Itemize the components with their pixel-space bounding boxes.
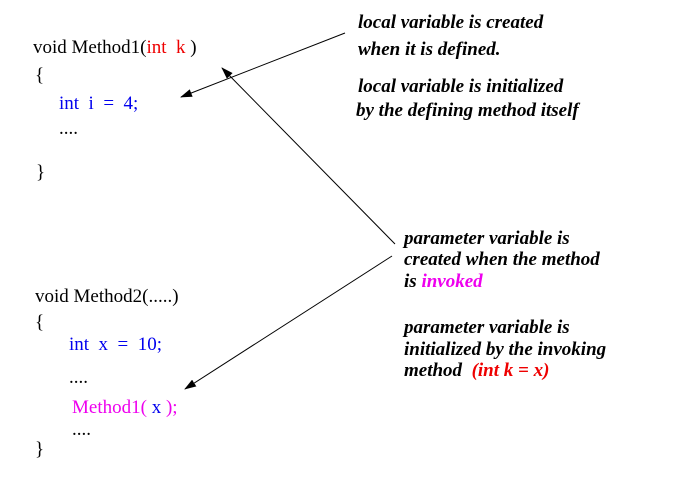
note-param-initialized-expression: (int k = x) (471, 360, 550, 381)
method1-local-declaration: int i = 4; (59, 93, 139, 114)
arrow-local-created (180, 32, 346, 98)
note-param-initialized-line3: method (int k = x) (404, 361, 549, 380)
method1-close-brace: } (36, 162, 46, 183)
method2-call-argument: x (151, 397, 162, 418)
note-param-created-line3: is invoked (404, 272, 483, 291)
method2-signature: void Method2(.....) (35, 286, 179, 307)
method1-open-brace: { (35, 65, 45, 86)
method2-call-prefix: Method1( (72, 397, 152, 418)
note-invoked-keyword: invoked (421, 271, 483, 292)
note-param-initialized-line2: initialized by the invoking (404, 339, 607, 360)
method2-open-brace: { (35, 312, 45, 333)
method2-ellipsis-1: .... (69, 367, 88, 388)
note-param-created-line2: created when the method (404, 249, 600, 270)
note-local-initialized-line1: local variable is initialized (358, 76, 564, 97)
method1-signature-suffix: ) (185, 37, 197, 58)
method1-ellipsis: .... (59, 118, 78, 139)
note-param-created-is: is (404, 271, 422, 292)
method1-signature: void Method1(int k ) (33, 38, 197, 57)
method2-close-brace: } (35, 439, 45, 460)
method1-parameter: int k (146, 37, 186, 58)
arrow-param-initialized (184, 255, 393, 390)
note-local-initialized-line2: by the defining method itself (356, 100, 579, 121)
note-param-created-line1: parameter variable is (404, 228, 570, 249)
method2-ellipsis-2: .... (72, 419, 91, 440)
note-local-created-line2: when it is defined. (358, 39, 501, 60)
note-param-initialized-method: method (404, 360, 467, 381)
method1-signature-prefix: void Method1( (33, 37, 147, 58)
note-local-created-line1: local variable is created (358, 12, 544, 33)
method2-local-declaration: int x = 10; (69, 334, 163, 355)
arrow-param-created (221, 67, 396, 245)
method2-call-suffix: ); (161, 397, 178, 418)
note-param-initialized-line1: parameter variable is (404, 317, 570, 338)
method2-call: Method1( x ); (72, 398, 178, 417)
